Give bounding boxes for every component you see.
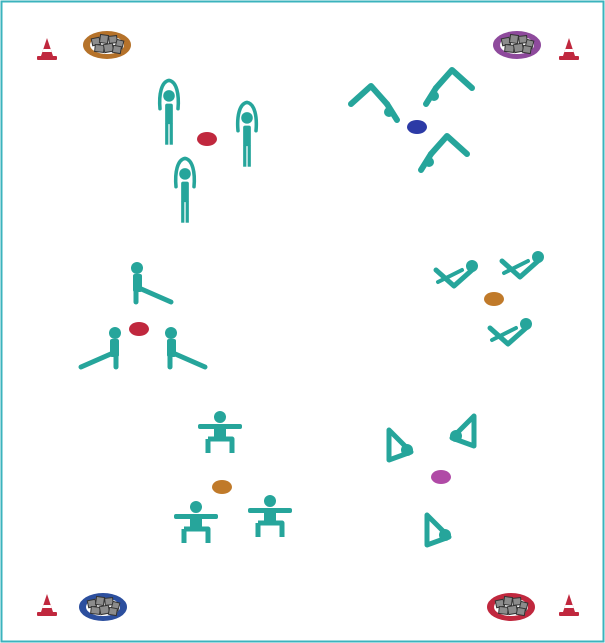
card-bin-icon [493, 31, 541, 59]
card-bin-icon [83, 31, 131, 59]
card-bin-icon [487, 593, 535, 621]
spot-marker [129, 322, 149, 336]
card-bin-icon [79, 593, 127, 621]
spot-marker [407, 120, 427, 134]
spot-marker [197, 132, 217, 146]
spot-marker [431, 470, 451, 484]
spot-marker [212, 480, 232, 494]
spot-marker [484, 292, 504, 306]
